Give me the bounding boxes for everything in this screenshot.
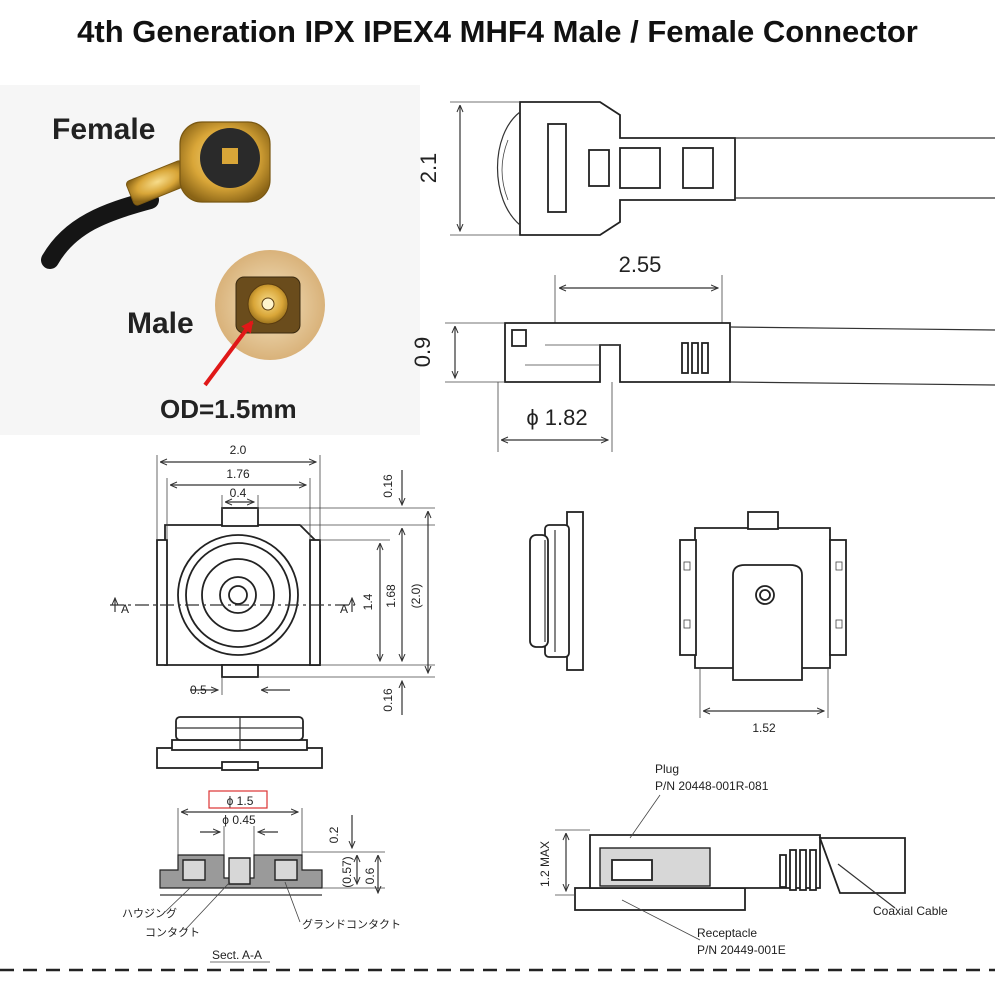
dim-phi-1-5: ϕ 1.5 <box>227 794 254 808</box>
dim-length-2-55: 2.55 <box>619 252 662 277</box>
male-connector-image <box>215 250 325 360</box>
female-connector-image <box>126 121 271 206</box>
coaxial-cable-label: Coaxial Cable <box>873 904 948 918</box>
label-housing: ハウジング <box>122 906 177 920</box>
photo-panel: Female Male OD=1.5mm <box>0 85 420 435</box>
dim-2-0: 2.0 <box>230 443 247 457</box>
dim-0-16-bottom: 0.16 <box>381 688 395 712</box>
dim-1-2-max: 1.2 MAX <box>538 841 552 887</box>
dim-height-2-1: 2.1 <box>416 153 441 184</box>
phi-1-5-highlight-box <box>208 790 268 809</box>
section-mark-left: A <box>121 602 129 616</box>
male-label: Male <box>127 307 194 340</box>
dim-2-0-ref: (2.0) <box>409 584 423 609</box>
label-ground-contact: グランドコンタクト <box>302 917 401 931</box>
od-label: OD=1.5mm <box>160 394 297 424</box>
dim-0-57: (0.57) <box>340 856 354 887</box>
receptacle-part-number: P/N 20449-001E <box>697 943 786 957</box>
dim-thickness-0-9: 0.9 <box>410 337 435 368</box>
red-arrow <box>203 320 254 387</box>
dim-1-52: 1.52 <box>752 721 776 735</box>
plug-top-view <box>450 101 995 236</box>
receptacle-front-view <box>156 716 323 771</box>
dim-0-2: 0.2 <box>327 826 341 843</box>
dim-0-6: 0.6 <box>363 867 377 884</box>
receptacle-label: Receptacle <box>697 926 757 940</box>
dim-diameter-1-82: ϕ 1.82 <box>526 405 587 430</box>
plug-label: Plug <box>655 762 679 776</box>
dim-0-4: 0.4 <box>230 486 247 500</box>
dim-1-68: 1.68 <box>384 584 398 608</box>
receptacle-top-view <box>110 455 435 715</box>
dim-1-76: 1.76 <box>226 467 250 481</box>
section-caption: Sect. A-A <box>212 948 262 962</box>
female-label: Female <box>52 113 155 146</box>
section-mark-right: A <box>340 602 348 616</box>
dim-0-5: 0.5 <box>190 683 207 697</box>
assembly-view <box>555 794 906 941</box>
label-contact: コンタクト <box>145 926 200 939</box>
dim-phi-0-45: ϕ 0.45 <box>222 813 256 827</box>
section-a-a-view <box>159 790 385 963</box>
plug-side-view <box>445 275 995 452</box>
page-title: 4th Generation IPX IPEX4 MHF4 Male / Fem… <box>77 14 918 49</box>
receptacle-bottom-view <box>679 511 847 718</box>
plug-part-number: P/N 20448-001R-081 <box>655 779 769 793</box>
dim-1-4: 1.4 <box>361 593 375 610</box>
dim-0-16-top: 0.16 <box>381 474 395 498</box>
receptacle-side-view <box>529 511 584 671</box>
